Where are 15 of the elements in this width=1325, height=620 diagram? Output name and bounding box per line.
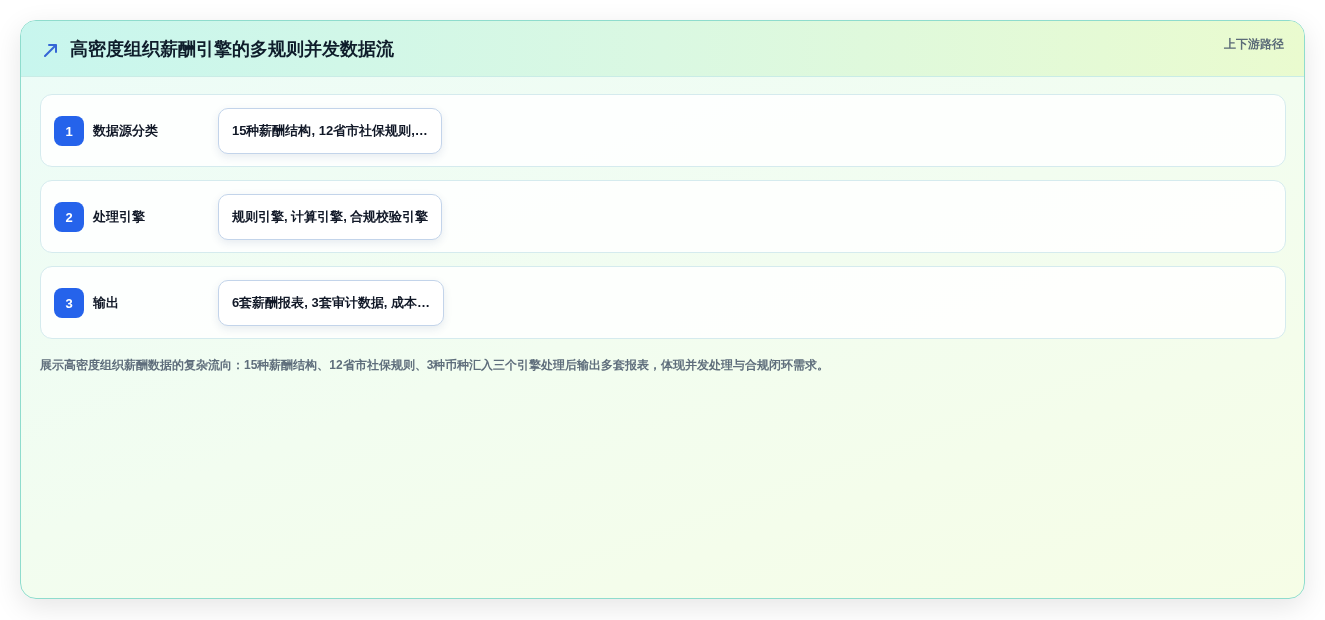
detail-chip: 6套薪酬报表, 3套审计数据, 成本… xyxy=(218,280,444,326)
step-row xyxy=(40,180,1286,253)
step-label: 处理引擎 xyxy=(93,208,145,225)
step-number: 1 xyxy=(54,116,84,146)
step-row xyxy=(40,266,1286,339)
diagram-title: 高密度组织薪酬引擎的多规则并发数据流 xyxy=(70,38,394,60)
step-number: 2 xyxy=(54,202,84,232)
step-label: 数据源分类 xyxy=(93,122,158,139)
header-note: 上下游路径 xyxy=(1224,36,1284,52)
caption-text: 展示高密度组织薪酬数据的复杂流向：15种薪酬结构、12省市社保规则、3种币种汇入三个引擎处理后输出多套报表，体现并发处理与合规闭环需求。 xyxy=(40,357,830,373)
step-label: 输出 xyxy=(93,294,119,311)
step-number: 3 xyxy=(54,288,84,318)
detail-chip: 规则引擎, 计算引擎, 合规校验引擎 xyxy=(218,194,443,240)
detail-chip: 15种薪酬结构, 12省市社保规则,… xyxy=(218,108,442,154)
step-row xyxy=(40,94,1286,167)
